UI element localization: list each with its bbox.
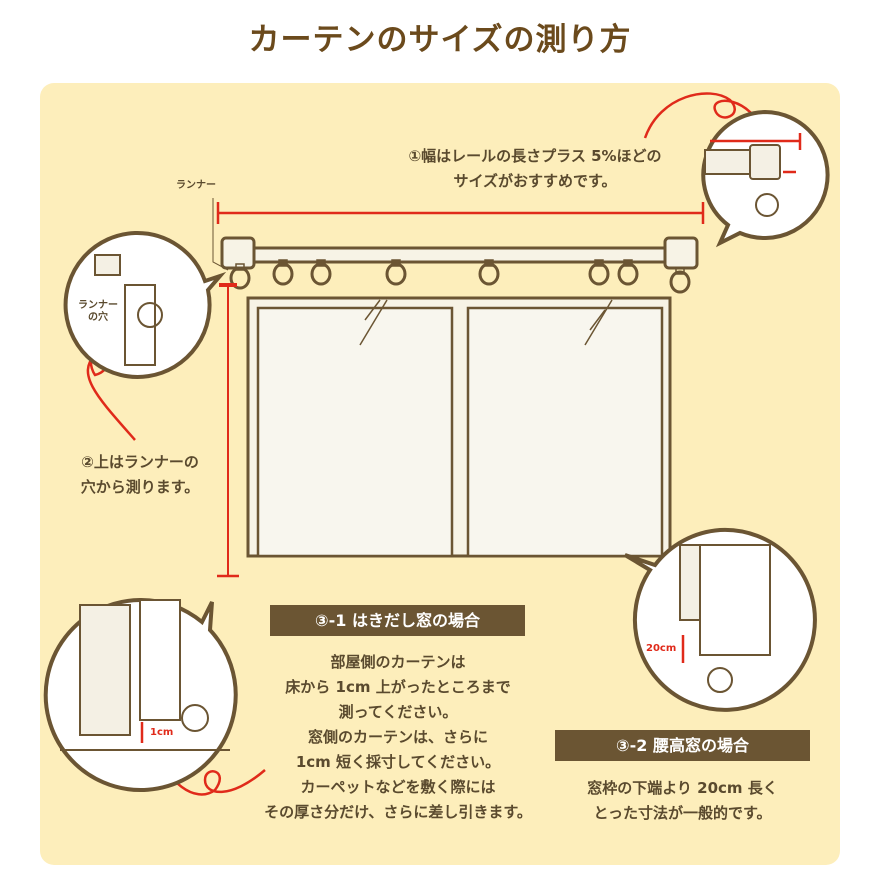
- curtain-ring: [617, 262, 639, 286]
- step3-2-text: 窓枠の下端より 20cm 長く とった寸法が一般的です。: [587, 779, 778, 822]
- runner-hook: [391, 259, 401, 267]
- runner-hook: [484, 259, 494, 267]
- runner-hole-label: ランナー の穴: [78, 300, 118, 323]
- curtain-ring: [310, 262, 332, 286]
- step2-text: ②上はランナーの 穴から測ります。: [80, 453, 200, 496]
- runner-label: ランナー: [176, 180, 216, 191]
- runner-hook: [623, 259, 633, 267]
- height-20cm-label: 20cm: [646, 643, 677, 654]
- curtain-rail: [238, 246, 682, 264]
- height-1cm-label: 1cm: [150, 727, 174, 738]
- window-pane-left: [256, 306, 454, 558]
- step1-text: ①幅はレールの長さプラス 5%ほどの サイズがおすすめです。: [408, 147, 662, 190]
- rail-end-cap-right: [663, 236, 699, 270]
- runner-hook: [594, 259, 604, 267]
- step3-1-text: 部屋側のカーテンは 床から 1cm 上がったところまで 測ってください。 窓側の…: [264, 653, 532, 821]
- curtain-ring: [272, 262, 294, 286]
- curtain-ring: [478, 262, 500, 286]
- runner-hook: [278, 259, 288, 267]
- step3-1-heading: ③-1 はきだし窓の場合: [270, 605, 525, 636]
- step3-2-heading: ③-2 腰高窓の場合: [555, 730, 810, 761]
- page-title: カーテンのサイズの測り方: [248, 22, 632, 58]
- runner-hook: [675, 267, 685, 275]
- curtain-ring: [385, 262, 407, 286]
- curtain-ring: [588, 262, 610, 286]
- runner-hook: [235, 263, 245, 271]
- runner-hook: [316, 259, 326, 267]
- window-pane-right: [466, 306, 664, 558]
- curtain-ring: [229, 266, 251, 290]
- curtain-ring: [669, 270, 691, 294]
